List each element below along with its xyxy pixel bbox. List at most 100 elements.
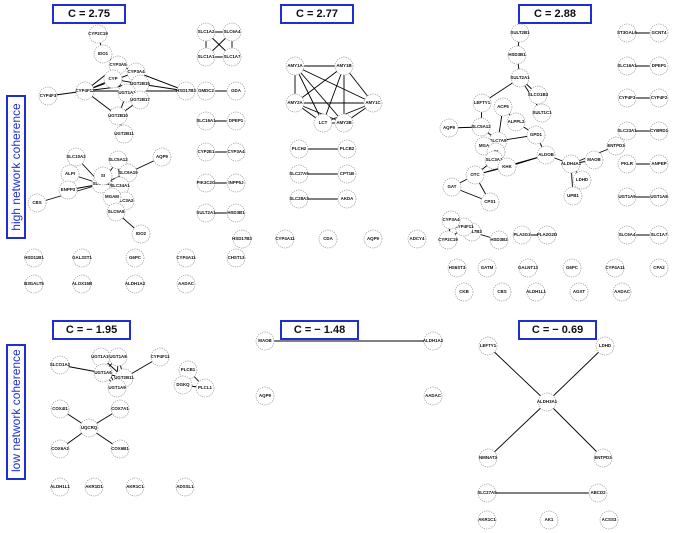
gene-node-label: CDA (323, 236, 333, 241)
gene-node-circle (93, 44, 113, 64)
gene-node-label: CYP4A11 (605, 265, 625, 270)
gene-node-circle (285, 56, 305, 76)
gene-node-circle (478, 336, 498, 356)
gene-node-circle (75, 81, 95, 101)
gene-node: NMNAT3 (478, 448, 498, 468)
gene-node: ALDH4A1 (561, 154, 582, 174)
gene-node-circle (226, 248, 246, 268)
gene-node-label: CYP2E1 (198, 149, 215, 154)
gene-node-circle (175, 477, 195, 497)
gene-node: ALOX15B (72, 274, 92, 294)
panel-5-coherence-label: C = − 1.48 (280, 320, 359, 340)
gene-node-label: LCT (319, 120, 328, 125)
gene-node: LEFTY1 (478, 336, 498, 356)
gene-node-label: ENTPD3 (607, 143, 625, 148)
gene-node-label: SLCO1B3 (528, 92, 549, 97)
gene-node-label: HSD17B3 (462, 229, 482, 234)
gene-node-label: AMY1B (336, 63, 351, 68)
gene-node-circle (334, 56, 354, 76)
gene-node-circle (472, 93, 492, 113)
gene-node-label: CYP4F11 (151, 354, 170, 359)
gene-node-circle (334, 113, 354, 133)
gene-node-circle (50, 399, 70, 419)
gene-node-circle (107, 378, 127, 398)
gene-node: CYP4A11 (605, 258, 625, 278)
gene-node-circle (588, 483, 608, 503)
gene-node: HSD3B1 (507, 45, 527, 65)
gene-node-circle (226, 142, 246, 162)
gene-node-label: AMY2A (287, 100, 303, 105)
gene-node-label: PLCL1 (198, 385, 212, 390)
gene-node-circle (510, 68, 530, 88)
gene-node-label: SI (101, 173, 105, 178)
gene-node-circle (562, 258, 582, 278)
gene-node-circle (196, 111, 216, 131)
gene-node: GAL3ST1 (72, 248, 92, 268)
gene-node-label: UGT1A10 (91, 354, 111, 359)
gene-node-label: SULT1C1 (532, 110, 552, 115)
gene-node-label: CHST13 (228, 255, 245, 260)
gene-node-label: KHK (502, 164, 512, 169)
gene-node-label: CYP3A4 (127, 69, 145, 74)
gene-node: AQP9 (152, 147, 172, 167)
gene-node-circle (226, 173, 246, 193)
gene-node-label: CPS1 (484, 199, 496, 204)
gene-node-circle (617, 23, 637, 43)
gene-node-circle (478, 448, 498, 468)
gene-node-label: GAT (448, 184, 457, 189)
gene-node-circle (605, 258, 625, 278)
gene-node: CYP2E1 (196, 142, 216, 162)
gene-node-circle (528, 85, 548, 105)
gene-node-label: PKLR (621, 161, 634, 166)
gene-node-label: SLC23A1 (617, 128, 637, 133)
gene-node-circle (337, 189, 357, 209)
gene-node-label: CYP4F2 (651, 95, 668, 100)
gene-node-label: SULT2A1 (510, 75, 530, 80)
gene-node: SULT1C1 (532, 103, 552, 123)
gene-node-label: ALDH1L1 (526, 289, 546, 294)
gene-node-circle (606, 136, 626, 156)
gene-node-label: CYP2C19 (438, 237, 458, 242)
gene-node-circle (489, 230, 509, 250)
gene-node: SI (93, 166, 113, 186)
gene-node-label: COX6B1 (111, 446, 129, 451)
gene-node-circle (526, 125, 546, 145)
gene-node-label: AKR1C1 (126, 484, 144, 489)
gene-node-circle (289, 189, 309, 209)
gene-node: SLC10A2 (66, 147, 86, 167)
gene-node-label: CYP4F11 (455, 224, 474, 229)
gene-node-circle (196, 22, 216, 42)
gene-node-circle (255, 331, 275, 351)
gene-node-circle (480, 192, 500, 212)
gene-node-circle (72, 248, 92, 268)
gene-node-label: ADCY4 (410, 236, 425, 241)
gene-node: HSD3B1 (226, 203, 246, 223)
gene-node-label: SULT2A1 (196, 210, 216, 215)
gene-node-circle (152, 147, 172, 167)
gene-node-circle (532, 103, 552, 123)
gene-node-label: ADSSL1 (176, 484, 194, 489)
gene-node: B3GALT5 (24, 274, 44, 294)
gene-node: SLC6A4 (617, 225, 637, 245)
gene-node: AMY2B (334, 113, 354, 133)
gene-node-label: SLC28A3 (289, 196, 309, 201)
gene-node-label: MAOB (258, 338, 271, 343)
gene-node-circle (108, 106, 128, 126)
gene-node-circle (447, 258, 467, 278)
gene-node-circle (569, 282, 589, 302)
edge-e2-e5 (322, 65, 345, 124)
gene-node-circle (108, 150, 128, 170)
gene-node: DGKQ (173, 375, 193, 395)
gene-node-label: ACSS3 (602, 517, 617, 522)
gene-node-circle (38, 86, 58, 106)
gene-node: PLCH2 (289, 139, 309, 159)
gene-node-circle (593, 448, 613, 468)
gene-node-label: MGAM (105, 194, 119, 199)
gene-node-label: LEFTY1 (480, 343, 497, 348)
gene-node-circle (84, 477, 104, 497)
gene-node-circle (289, 139, 309, 159)
gene-node: SLC23A1 (617, 121, 637, 141)
gene-node: UGT2B11 (114, 124, 134, 144)
gene-node-label: ANPEP (651, 161, 666, 166)
gene-node-label: AQP9 (259, 393, 272, 398)
